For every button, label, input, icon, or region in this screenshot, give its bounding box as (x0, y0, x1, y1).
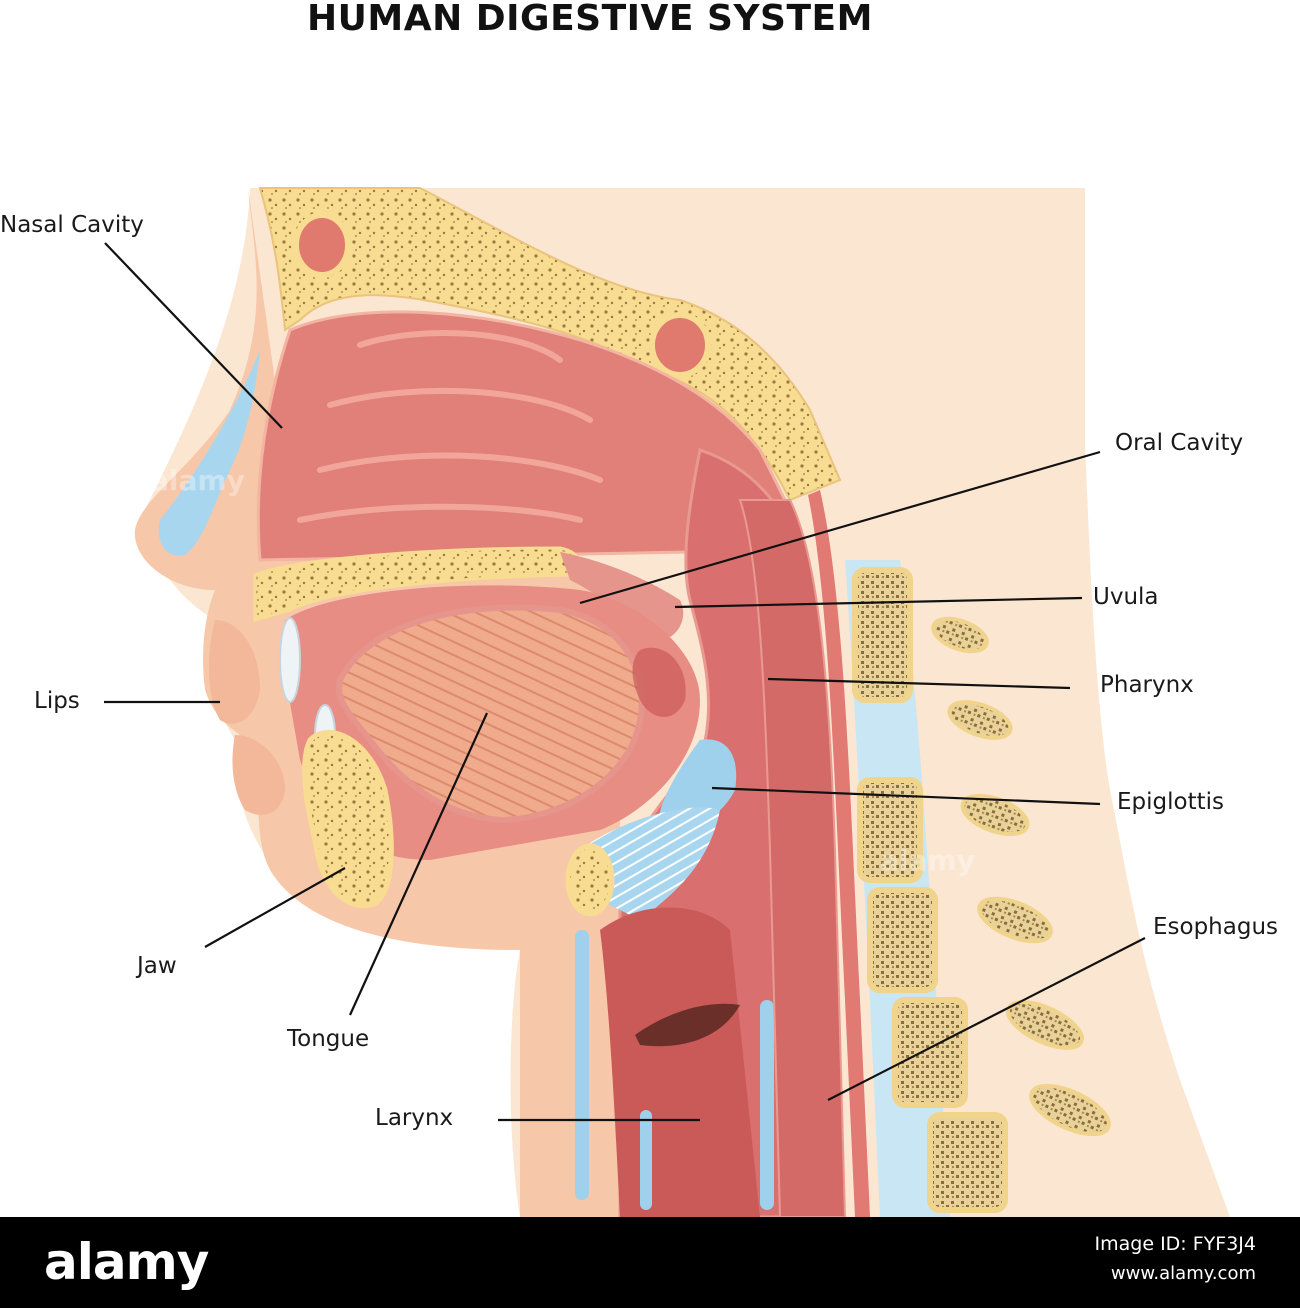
footer-meta: Image ID: FYF3J4 www.alamy.com (1095, 1229, 1256, 1289)
label-uvula: Uvula (1093, 584, 1159, 610)
leader-tongue (348, 712, 489, 1016)
diagram-title: HUMAN DIGESTIVE SYSTEM (307, 0, 873, 39)
leader-uvula (674, 596, 1083, 609)
leader-nasal-cavity (104, 242, 283, 429)
label-epiglottis: Epiglottis (1117, 789, 1224, 815)
hyoid-muscle (580, 807, 720, 920)
skull-bone (258, 187, 842, 502)
soft-palate (560, 552, 684, 640)
vertebrae (852, 567, 1008, 1213)
tongue-region (336, 604, 645, 824)
label-pharynx: Pharynx (1100, 672, 1194, 698)
label-larynx: Larynx (375, 1105, 454, 1131)
image-id: Image ID: FYF3J4 (1094, 1233, 1256, 1255)
watermark-1: alamy (150, 464, 245, 497)
label-esophagus: Esophagus (1153, 914, 1279, 940)
anatomy-illustration: alamy alamy (104, 187, 1230, 1217)
lips-shape (208, 620, 260, 724)
leader-epiglottis (711, 786, 1101, 806)
label-jaw: Jaw (137, 953, 177, 979)
label-nasal-cavity: Nasal Cavity (0, 212, 144, 238)
leader-oral-cavity (579, 450, 1101, 605)
label-oral-cavity: Oral Cavity (1115, 430, 1244, 456)
nasal-cavity-region (256, 310, 802, 562)
label-tongue: Tongue (287, 1026, 370, 1052)
leader-esophagus (827, 937, 1146, 1101)
brand-logo: alamy (44, 1233, 209, 1291)
watermark-2: alamy (880, 844, 975, 877)
esophagus-tube (738, 499, 847, 1217)
jaw-bone (302, 729, 394, 909)
nasal-cartilage (158, 350, 260, 556)
label-lips: Lips (34, 688, 80, 714)
site-url: www.alamy.com (1110, 1263, 1256, 1284)
leader-pharynx (767, 677, 1071, 690)
leader-jaw (204, 867, 346, 948)
footer-bar: alamy Image ID: FYF3J4 www.alamy.com (0, 1217, 1300, 1308)
leader-lines (104, 242, 1146, 1122)
